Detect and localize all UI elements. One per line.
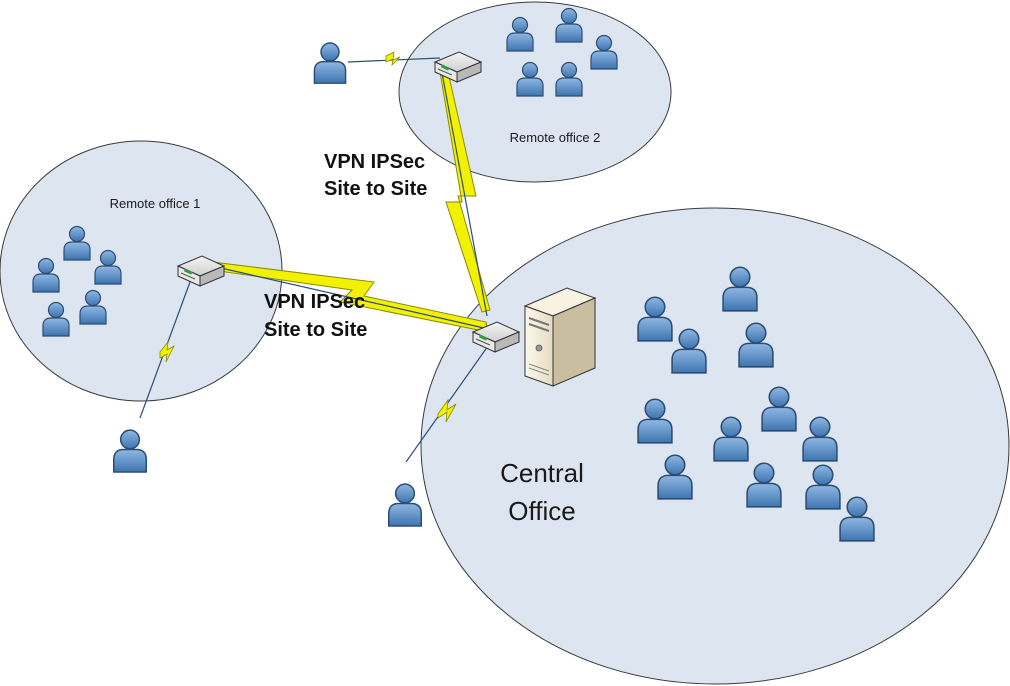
server-icon xyxy=(523,287,597,387)
vpn-left-label-line1: VPN IPSec xyxy=(264,291,365,313)
cable-left-vpn xyxy=(211,265,485,329)
lightning-bolt-icon xyxy=(159,340,175,363)
vpn-left-label-line2: Site to Site xyxy=(264,319,367,341)
lightning-bolt-icon xyxy=(437,398,457,423)
remote-office-2-label: Remote office 2 xyxy=(510,130,601,145)
cable-top-vpn xyxy=(439,61,488,317)
lightning-bolt-icon xyxy=(385,51,401,67)
central-office-label-line1: Central xyxy=(500,458,584,488)
user-icon xyxy=(388,483,422,527)
vpn-top-label-line1: VPN IPSec xyxy=(324,151,425,173)
user-icon xyxy=(313,42,347,84)
remote-office-1-label: Remote office 1 xyxy=(110,196,201,211)
central-office-label-line2: Office xyxy=(508,496,575,526)
user-icon xyxy=(113,429,147,473)
vpn-top-label-line2: Site to Site xyxy=(324,178,427,200)
